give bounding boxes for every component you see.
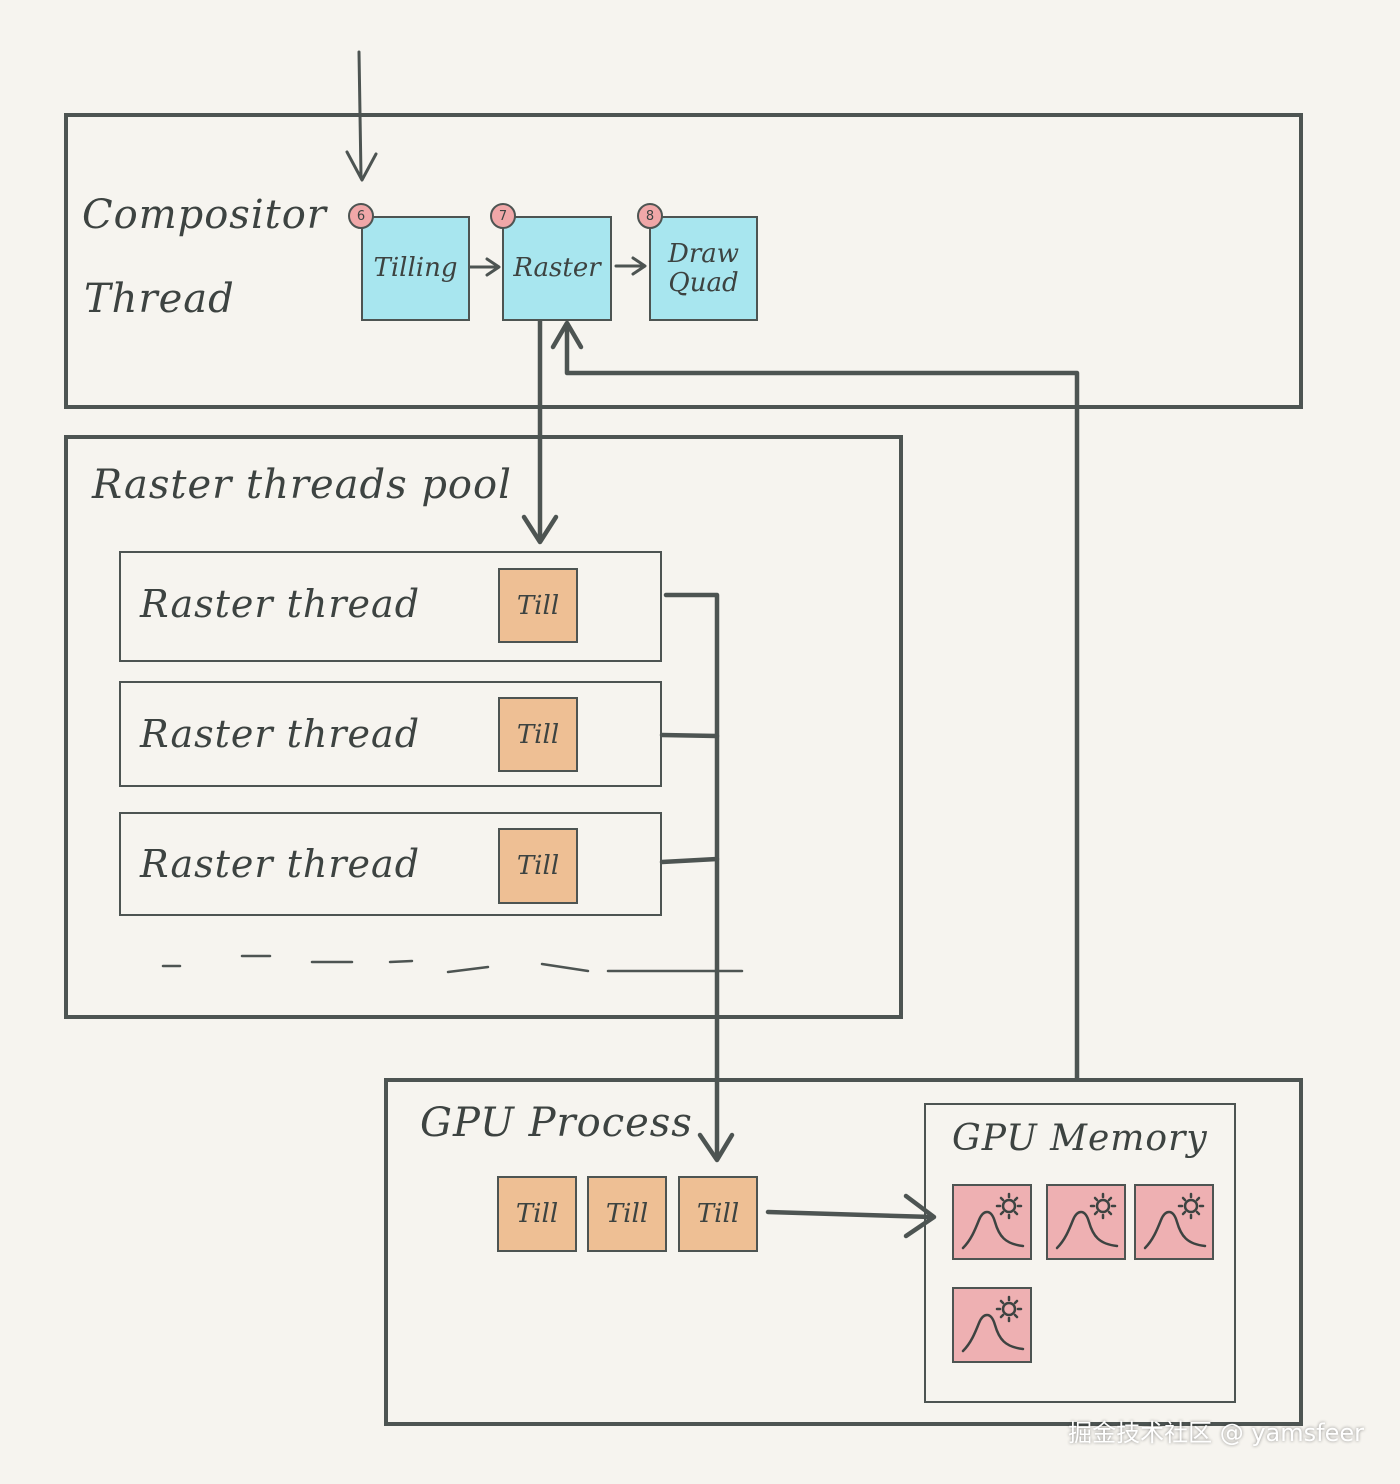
image-icon <box>952 1184 1032 1260</box>
gpu-tile-3-label: Till <box>696 1199 740 1229</box>
raster-thread-label-2: Raster thread <box>140 712 421 756</box>
draw-quad-step: Draw Quad <box>649 216 758 321</box>
gpu-tile-1: Till <box>497 1176 577 1252</box>
raster-thread-row-1 <box>119 551 662 662</box>
thread-tile-1-label: Till <box>516 590 560 621</box>
compositor-thread-frame <box>64 113 1303 409</box>
thread-tile-2: Till <box>498 697 578 772</box>
gpu-process-title: GPU Process <box>420 1100 693 1146</box>
raster-threads-pool-frame <box>64 435 903 1019</box>
raster-step: Raster <box>502 216 612 321</box>
gpu-process-frame <box>384 1078 1303 1426</box>
gpu-memory-frame <box>924 1103 1236 1403</box>
compositor-title-line2: Thread <box>84 276 235 322</box>
gpu-memory-title: GPU Memory <box>952 1118 1208 1159</box>
step-badge-6: 6 <box>348 203 374 229</box>
raster-step-label: Raster <box>513 253 601 284</box>
gpu-tile-1-label: Till <box>515 1199 559 1229</box>
draw-quad-label-line1: Draw <box>667 238 740 269</box>
thread-tile-3-label: Till <box>516 851 560 881</box>
gpu-tile-2-label: Till <box>605 1199 649 1229</box>
image-icon <box>1046 1184 1126 1260</box>
gpu-tile-3: Till <box>678 1176 758 1252</box>
tilling-step: Tilling <box>361 216 470 321</box>
raster-thread-label-3: Raster thread <box>140 842 421 886</box>
step-badge-7: 7 <box>490 203 516 229</box>
step-badge-8: 8 <box>637 203 663 229</box>
raster-thread-label-1: Raster thread <box>140 582 421 626</box>
draw-quad-label-line2: Quad <box>668 267 739 298</box>
image-icon <box>1134 1184 1214 1260</box>
watermark: 掘金技术社区 @ yamsfeer <box>1068 1419 1364 1447</box>
compositor-title-line1: Compositor <box>82 192 327 238</box>
gpu-tile-2: Till <box>587 1176 667 1252</box>
image-icon <box>952 1287 1032 1363</box>
thread-tile-1: Till <box>498 568 578 643</box>
thread-tile-3: Till <box>498 828 578 904</box>
tilling-step-label: Tilling <box>373 253 458 284</box>
thread-tile-2-label: Till <box>516 719 560 750</box>
raster-pool-title: Raster threads pool <box>92 462 512 508</box>
